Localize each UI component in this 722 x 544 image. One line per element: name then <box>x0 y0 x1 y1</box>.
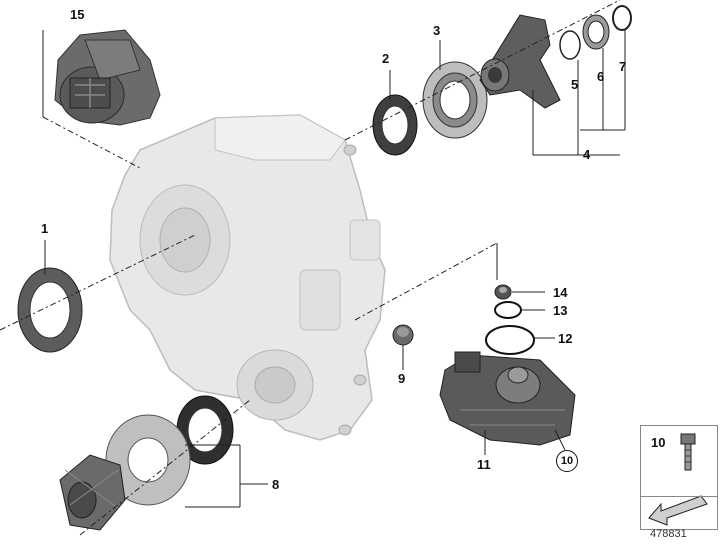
callout-15: 15 <box>70 7 85 22</box>
nut-14 <box>494 284 512 300</box>
shim-plate-8 <box>105 414 191 506</box>
callout-7: 7 <box>619 59 627 74</box>
diagram-code: 478831 <box>650 528 687 540</box>
callout-13: 13 <box>553 303 568 318</box>
bearing-seal-3 <box>422 61 488 139</box>
callout-14: 14 <box>553 285 568 300</box>
callout-2: 2 <box>382 51 390 66</box>
o-ring-12 <box>485 325 535 355</box>
arrow-icon <box>648 495 708 526</box>
output-flange <box>479 14 561 109</box>
callout-3: 3 <box>433 23 441 38</box>
callout-8: 8 <box>272 477 280 492</box>
inset-divider <box>641 496 717 497</box>
callout-4: 4 <box>583 147 591 162</box>
seal-ring-1 <box>17 267 83 353</box>
callout-6: 6 <box>597 69 605 84</box>
inset-label: 10 <box>651 435 666 450</box>
callout-1: 1 <box>41 221 49 236</box>
leader-lines <box>0 0 626 536</box>
shaft-seal-2 <box>372 94 418 156</box>
drive-flange-8 <box>59 454 126 531</box>
actuator-unit-11 <box>439 351 576 446</box>
washer-6 <box>582 14 610 50</box>
callout-12: 12 <box>558 331 573 346</box>
callout-9: 9 <box>398 371 406 386</box>
callout-11: 11 <box>477 457 491 472</box>
transfer-case-housing <box>109 114 386 441</box>
bolt-icon <box>648 433 708 526</box>
callout-circled-10: 10 <box>556 450 578 472</box>
plug-9 <box>392 324 414 346</box>
inset-part-10: 10 <box>640 425 718 530</box>
o-ring-13 <box>494 301 522 319</box>
ring-7 <box>612 5 632 31</box>
callout-5: 5 <box>571 77 579 92</box>
snap-ring-5 <box>559 30 581 60</box>
actuator-motor-15 <box>54 29 161 126</box>
